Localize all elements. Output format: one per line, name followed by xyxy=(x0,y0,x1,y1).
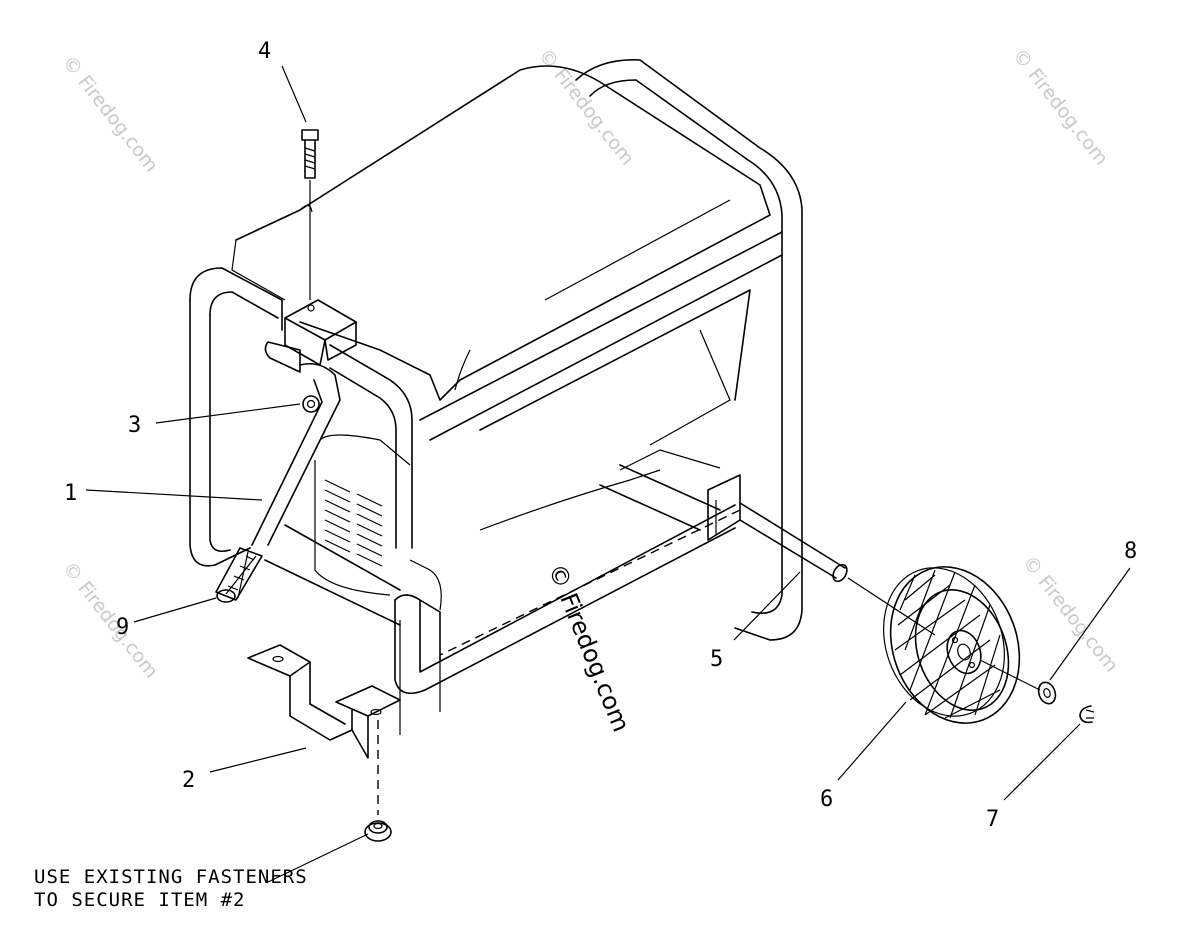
watermark-mid-left: © Firedog.com xyxy=(58,558,162,683)
callout-6: 6 xyxy=(820,787,833,812)
watermark-mid-right: © Firedog.com xyxy=(1018,552,1122,677)
e-clip-part xyxy=(1079,705,1095,724)
callout-7: 7 xyxy=(986,807,999,832)
callout-5: 5 xyxy=(710,647,723,672)
callout-2: 2 xyxy=(182,768,195,793)
svg-text:© Firedog.com: © Firedog.com xyxy=(542,560,635,736)
watermark-top-center: © Firedog.com xyxy=(534,45,638,170)
axle-part xyxy=(439,502,936,656)
callout-3: 3 xyxy=(128,413,141,438)
svg-text:© Firedog.com: © Firedog.com xyxy=(1008,45,1112,170)
mounting-bracket-part xyxy=(247,644,401,815)
generator-frame xyxy=(189,59,803,735)
note-line-2: TO SECURE ITEM #2 xyxy=(34,889,245,911)
callout-9: 9 xyxy=(116,615,129,640)
svg-text:© Firedog.com: © Firedog.com xyxy=(1018,552,1122,677)
callout-4: 4 xyxy=(258,39,271,64)
note-line-1: USE EXISTING FASTENERS xyxy=(34,866,308,888)
center-watermark: © Firedog.com xyxy=(542,560,635,736)
leader-lines xyxy=(85,65,1131,883)
washer-part xyxy=(1037,681,1057,705)
svg-text:© Firedog.com: © Firedog.com xyxy=(58,52,162,177)
wheel-part xyxy=(883,566,1041,724)
engine-grille xyxy=(324,479,383,567)
handle-grip-part xyxy=(215,547,263,603)
watermark-top-left: © Firedog.com xyxy=(58,52,162,177)
svg-text:© Firedog.com: © Firedog.com xyxy=(534,45,638,170)
svg-text:© Firedog.com: © Firedog.com xyxy=(58,558,162,683)
handle-bar-part xyxy=(251,362,341,546)
handle-bracket xyxy=(264,299,357,373)
watermark-top-right: © Firedog.com xyxy=(1008,45,1112,170)
wheel-tread xyxy=(894,569,1001,719)
flange-nut-part xyxy=(364,820,392,842)
bolt-part xyxy=(301,129,319,300)
callout-1: 1 xyxy=(64,481,77,506)
nut-part-3 xyxy=(302,395,320,413)
callout-8: 8 xyxy=(1124,539,1137,564)
